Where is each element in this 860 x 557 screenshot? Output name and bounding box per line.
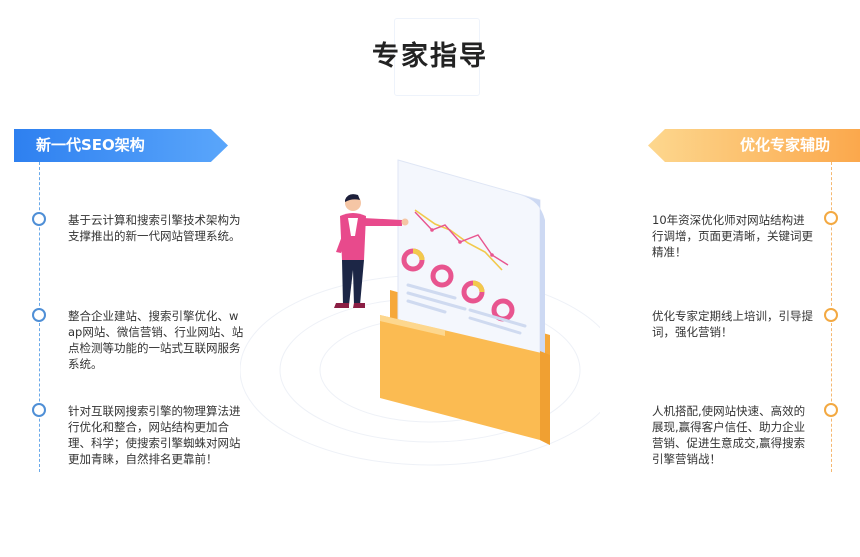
- right-banner: 优化专家辅助: [648, 129, 860, 162]
- report-sheet: [397, 159, 545, 375]
- left-feature-text: 整合企业建站、搜索引擎优化、wap网站、微信营销、行业网站、站点检测等功能的一站…: [68, 309, 244, 371]
- person-jacket: [340, 213, 366, 260]
- line-chart-yellow: [414, 209, 503, 271]
- illustration-report-folder: [240, 159, 600, 466]
- left-feature-text: 基于云计算和搜索引擎技术架构为支撑推出的新一代网站管理系统。: [68, 213, 241, 243]
- donut-chart: [430, 264, 454, 288]
- left-banner: 新一代SEO架构: [14, 129, 228, 162]
- right-feature-text: 人机搭配,使网站快速、高效的展现,赢得客户信任、助力企业营销、促进生意成交,赢得…: [652, 404, 806, 466]
- left-timeline-node: [32, 308, 46, 322]
- report-text-lines: [406, 283, 527, 335]
- right-timeline-node: [824, 403, 838, 417]
- right-timeline-node: [824, 308, 838, 322]
- folder-front: [380, 315, 550, 445]
- right-timeline-node: [824, 211, 838, 225]
- right-feature-text: 优化专家定期线上培训，引导提词，强化营销！: [652, 309, 813, 339]
- left-timeline-node: [32, 212, 46, 226]
- person-pointing: [334, 194, 409, 308]
- left-feature-text: 针对互联网搜索引擎的物理算法进行优化和整合，网站结构更加合理、科学；使搜索引擎蜘…: [68, 404, 241, 466]
- left-timeline-node: [32, 403, 46, 417]
- person-pants: [342, 260, 364, 305]
- right-feature-text: 10年资深优化师对网站结构进行调增，页面更清晰，关键词更精准！: [652, 213, 813, 259]
- title-decoration: [394, 18, 480, 96]
- page-title: 专家指导: [372, 41, 488, 72]
